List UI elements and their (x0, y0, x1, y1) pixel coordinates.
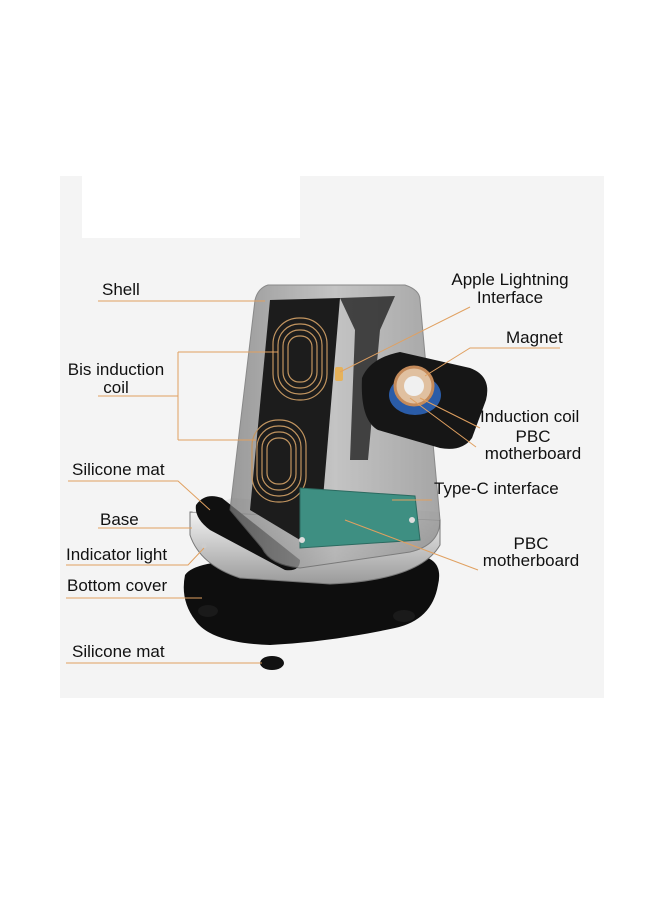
leader-apple-lightning (339, 306, 471, 373)
label-silicone-mat-bottom: Silicone mat (72, 642, 165, 661)
label-pbc-motherboard-bottom-line1: PBC (513, 534, 549, 553)
label-indicator-light: Indicator light (66, 545, 168, 564)
cover-foot-left (198, 605, 218, 617)
label-base: Base (100, 510, 139, 529)
upper-induction-coil-shape (272, 317, 328, 401)
pcb-hole (409, 517, 415, 523)
label-apple-lightning-line1: Apple Lightning (451, 270, 569, 289)
label-bis-induction-coil-line2: coil (103, 378, 129, 397)
indicator-light-dot (201, 543, 207, 549)
label-bis-induction-coil-line1: Bis induction (67, 360, 165, 379)
cover-foot-right (393, 610, 415, 622)
leader-bis-coil (98, 351, 278, 441)
leader-lines (66, 300, 560, 664)
leader-pbc-bottom (344, 519, 479, 571)
pcb-hole-2 (299, 537, 305, 543)
leader-pbc-top (409, 397, 477, 448)
label-apple-lightning-line2: Interface (476, 288, 544, 307)
lightning-connector-shape (335, 367, 343, 381)
label-shell: Shell (102, 280, 140, 299)
leader-induction-coil (419, 397, 481, 429)
bottom-silicone-mat-shape (260, 656, 284, 670)
label-pbc-motherboard-top-line1: PBC (515, 427, 551, 446)
leader-silicone-mat-top (68, 480, 211, 511)
magnet-core-shape (404, 376, 424, 396)
label-silicone-mat-top: Silicone mat (72, 460, 165, 479)
leader-magnet (424, 347, 560, 377)
blank-panel (82, 176, 300, 238)
label-pbc-motherboard-top-line2: motherboard (484, 444, 582, 463)
label-type-c-interface: Type-C interface (434, 479, 559, 498)
label-bottom-cover: Bottom cover (67, 576, 168, 595)
label-pbc-motherboard-bottom-line2: motherboard (482, 551, 580, 570)
lower-induction-coil-shape (251, 419, 307, 503)
leader-indicator-light (66, 547, 205, 566)
label-induction-coil: Induction coil (480, 407, 580, 426)
label-magnet: Magnet (506, 328, 563, 347)
pcb-motherboard-shape (299, 487, 421, 549)
